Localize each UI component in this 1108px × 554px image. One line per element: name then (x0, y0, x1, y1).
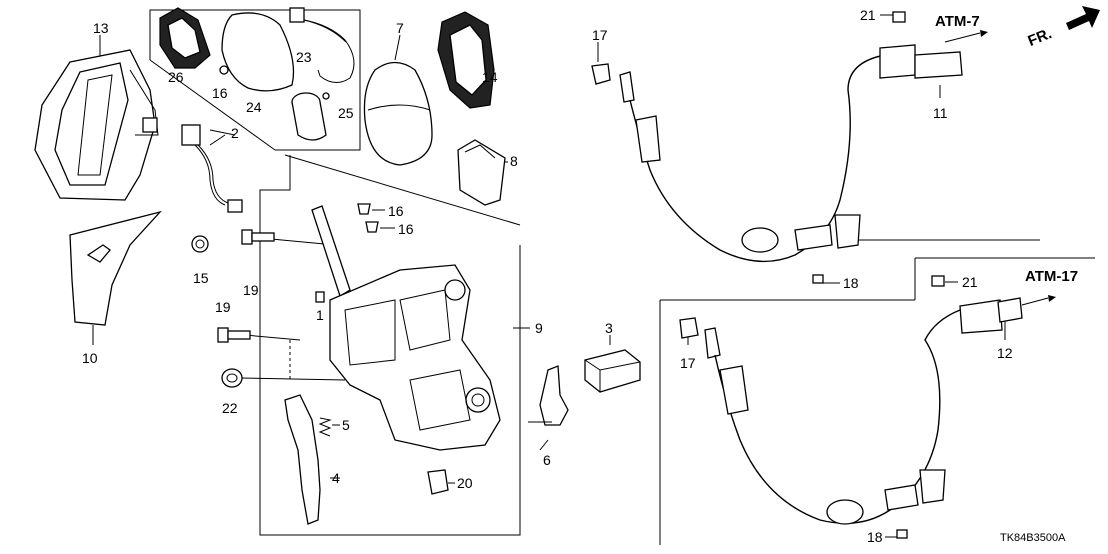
callout-26: 26 (168, 69, 184, 85)
callout-8: 8 (510, 153, 518, 169)
atm7-arrow (944, 30, 988, 43)
callout-5: 5 (342, 417, 350, 433)
callout-13: 13 (93, 20, 109, 36)
callout-20: 20 (457, 475, 473, 491)
callout-15: 15 (193, 270, 209, 286)
screw-16-top (219, 65, 229, 75)
clip-20 (427, 469, 449, 495)
callout-18-lower: 18 (867, 529, 883, 545)
callout-19-lower: 19 (215, 299, 231, 315)
knob-collar (291, 92, 327, 141)
knob-harness (289, 7, 355, 100)
shift-lever-assembly (311, 205, 501, 451)
lower-shift-cable (679, 275, 1023, 539)
callout-23: 23 (296, 49, 312, 65)
atm17-arrow (1021, 295, 1056, 306)
knob-assembly (363, 61, 433, 166)
callout-16-mid-b: 16 (398, 221, 414, 237)
callout-16-top: 16 (212, 85, 228, 101)
grommet-22 (221, 368, 243, 388)
callout-1: 1 (316, 307, 324, 323)
front-direction-arrow (1066, 6, 1100, 30)
callout-21-upper: 21 (860, 7, 876, 23)
callout-6: 6 (543, 452, 551, 468)
callout-2: 2 (231, 125, 239, 141)
detent-plate-6 (528, 365, 569, 426)
spring-5 (318, 417, 332, 437)
atm7-reference: ATM-7 (935, 13, 980, 30)
callout-25: 25 (338, 105, 354, 121)
atm17-reference: ATM-17 (1025, 268, 1078, 285)
callout-16-mid-a: 16 (388, 203, 404, 219)
callout-9: 9 (535, 320, 543, 336)
shift-knob (221, 12, 295, 92)
clip-15 (191, 235, 209, 253)
callout-18-upper: 18 (843, 275, 859, 291)
callout-3: 3 (605, 320, 613, 336)
upper-shift-cable (591, 11, 963, 284)
callout-14: 14 (482, 69, 498, 85)
callout-19-upper: 19 (243, 282, 259, 298)
callout-17-lower: 17 (680, 355, 696, 371)
callout-24: 24 (246, 99, 262, 115)
solenoid-cover (457, 139, 506, 206)
callout-4: 4 (332, 470, 340, 486)
shift-console-panel (34, 49, 159, 201)
lever-4 (284, 394, 321, 525)
solenoid-3 (584, 349, 641, 393)
screws-16-mid (357, 203, 379, 233)
knob-side-cover (437, 11, 495, 109)
bolt-19-upper (241, 229, 275, 245)
harness-connector (181, 124, 243, 213)
frame-lines (92, 9, 1095, 545)
callout-7: 7 (396, 20, 404, 36)
callout-11: 11 (933, 105, 948, 121)
callout-21-lower: 21 (962, 274, 978, 290)
callout-17-upper: 17 (592, 27, 608, 43)
trim-cover (69, 210, 162, 326)
bolt-19-lower (217, 327, 251, 343)
front-label: FR. (1026, 25, 1055, 50)
knob-cover (159, 7, 211, 69)
callout-22: 22 (222, 400, 238, 416)
callout-10: 10 (82, 350, 98, 366)
diagram-code: TK84B3500A (1000, 532, 1066, 544)
pin-1 (315, 291, 325, 303)
callout-12: 12 (997, 345, 1013, 361)
